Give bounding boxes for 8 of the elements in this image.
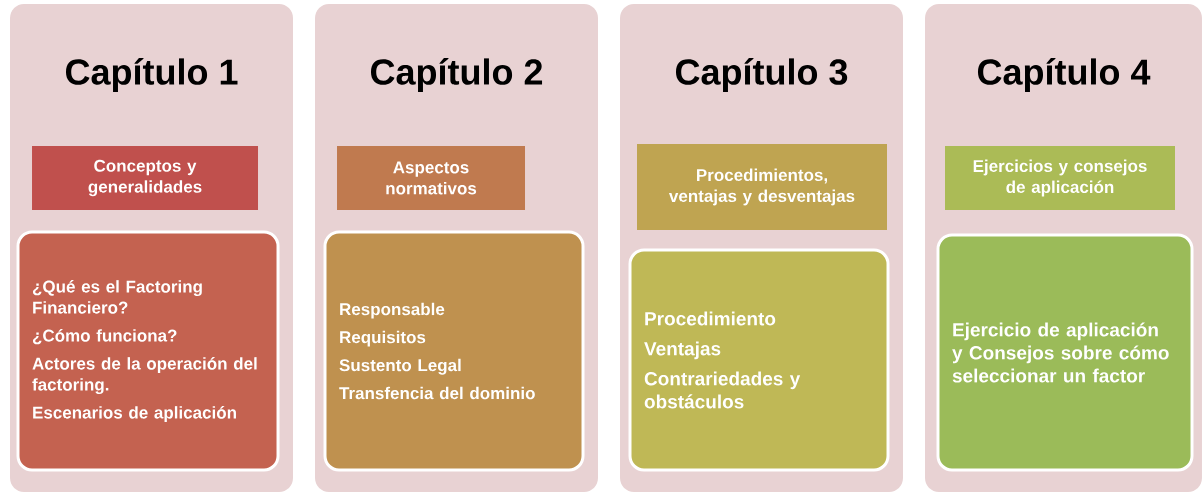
content-box: Procedimiento Ventajas Contrariedades y obstáculos [628, 248, 890, 472]
content-box: ¿Qué es el Factoring Financiero? ¿Cómo funciona? Actores de la operación del factoring. Escenarios de aplicación [16, 230, 280, 472]
heading-box: Ejercicios y consejos de aplicación [945, 146, 1175, 210]
heading-box: Procedimientos, ventajas y desventajas [637, 144, 887, 230]
content-box: Ejercicio de aplicación y Consejos sobre cómo seleccionar un factor [936, 233, 1194, 472]
content-box: Responsable Requisitos Sustento Legal Transfencia del dominio [323, 230, 585, 472]
heading-box: Aspectos normativos [337, 146, 525, 210]
heading-box: Conceptos y generalidades [32, 146, 258, 210]
